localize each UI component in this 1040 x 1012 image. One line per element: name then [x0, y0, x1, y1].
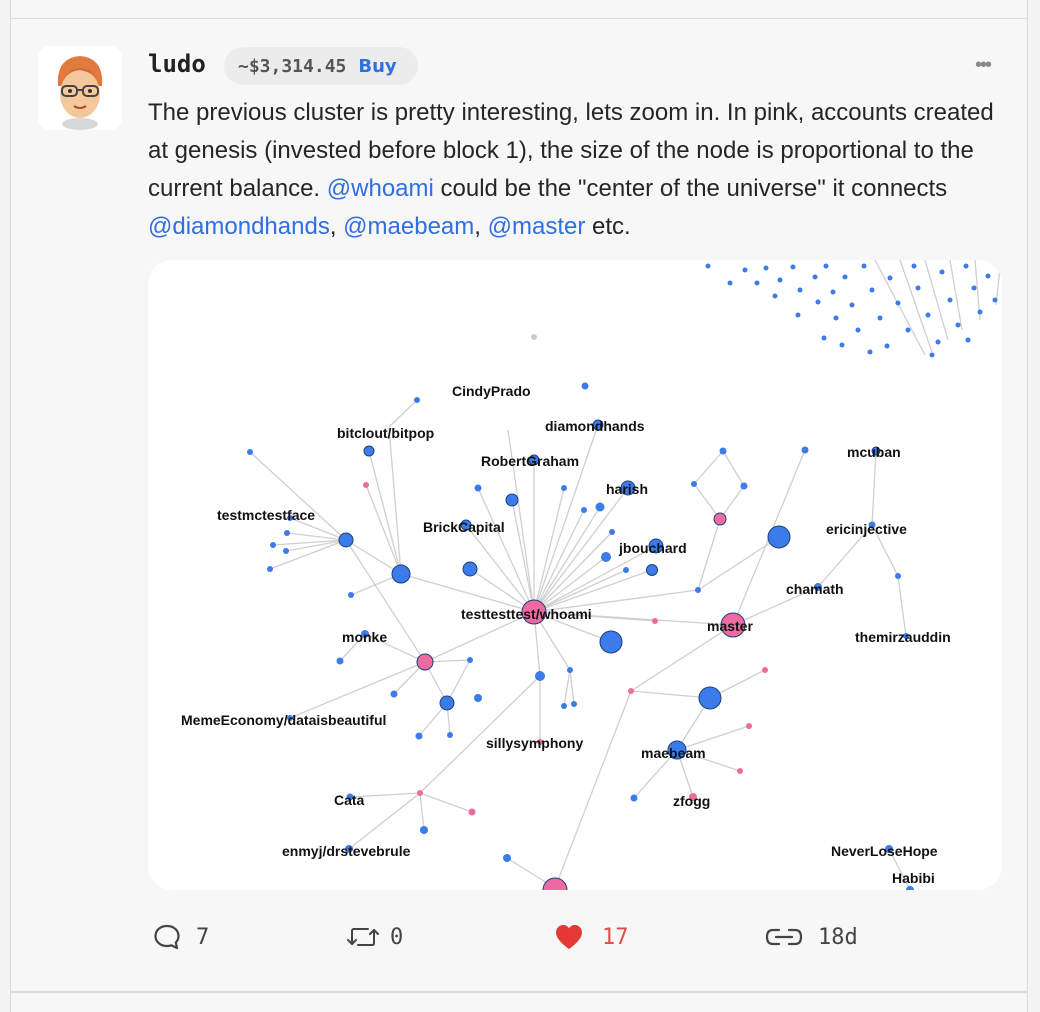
node-label: zfogg	[673, 793, 710, 809]
node-label: Habibi	[892, 870, 935, 886]
node-label: monke	[342, 629, 387, 645]
node-label: diamondhands	[545, 418, 645, 434]
reclout-button[interactable]: 0	[346, 918, 403, 956]
separator: ,	[474, 213, 488, 240]
node-label: chamath	[786, 581, 844, 597]
node-label: mcuban	[847, 444, 901, 460]
node-label: maebeam	[641, 745, 706, 761]
graph-labels: CindyPrado bitclout/bitpop diamondhands …	[181, 383, 951, 886]
post-actions: 7 0 17 18d	[0, 918, 1040, 958]
node-label: jbouchard	[618, 540, 687, 556]
post-body: The previous cluster is pretty interesti…	[148, 94, 998, 246]
node-label: ericinjective	[826, 521, 907, 537]
node-label: enmyj/drstevebrule	[282, 843, 411, 859]
body-text-3: etc.	[585, 213, 631, 240]
mention-whoami[interactable]: @whoami	[326, 175, 434, 202]
node-label: MemeEconomy/dataisbeautiful	[181, 712, 386, 728]
node-label: themirzauddin	[855, 629, 951, 645]
comment-count: 7	[196, 924, 210, 950]
body-text-1: The previous cluster is pretty interesti…	[148, 99, 994, 202]
comment-icon	[154, 924, 180, 950]
node-label: Cata	[334, 792, 365, 808]
node-label: RobertGraham	[481, 453, 579, 469]
node-label: BrickCapital	[423, 519, 505, 535]
node-label: sillysymphony	[486, 735, 583, 751]
node-label: NeverLoseHope	[831, 843, 938, 859]
share-link-button[interactable]: 18d	[764, 918, 858, 956]
node-label: testmctestface	[217, 507, 315, 523]
next-post-edge	[10, 992, 1028, 1012]
node-label: testtesttest/whoami	[461, 606, 592, 622]
body-text-2: could be the "center of the universe" it…	[433, 175, 948, 202]
reclout-count: 0	[390, 924, 404, 950]
network-graph: CindyPrado bitclout/bitpop diamondhands …	[181, 260, 1001, 890]
heart-icon	[556, 925, 582, 949]
card-top-border	[10, 0, 1028, 18]
network-graph-image[interactable]: CindyPrado bitclout/bitpop diamondhands …	[148, 260, 1002, 890]
coin-price: ~$3,314.45	[238, 55, 347, 77]
coin-price-pill: ~$3,314.45 Buy	[224, 47, 418, 85]
username[interactable]: ludo	[148, 50, 206, 78]
like-count: 17	[602, 924, 629, 950]
comment-button[interactable]: 7	[152, 918, 209, 956]
link-icon	[765, 928, 803, 946]
reclout-icon	[347, 928, 379, 946]
separator: ,	[329, 213, 344, 240]
mention-maebeam[interactable]: @maebeam	[343, 213, 475, 240]
corner-cluster-nodes	[705, 263, 998, 358]
node-label: harish	[606, 481, 648, 497]
graph-nodes	[247, 334, 914, 890]
memoji-avatar-image	[38, 46, 122, 130]
node-label: CindyPrado	[452, 383, 531, 399]
like-button[interactable]: 17	[554, 918, 629, 956]
avatar[interactable]	[38, 46, 122, 130]
more-options-icon[interactable]: •••	[975, 54, 992, 76]
post-age: 18d	[818, 924, 858, 950]
buy-button[interactable]: Buy	[358, 55, 397, 77]
node-label: bitclout/bitpop	[337, 425, 434, 441]
mention-master[interactable]: @master	[487, 213, 586, 240]
mention-diamondhands[interactable]: @diamondhands	[148, 213, 330, 240]
node-label: master	[707, 618, 753, 634]
